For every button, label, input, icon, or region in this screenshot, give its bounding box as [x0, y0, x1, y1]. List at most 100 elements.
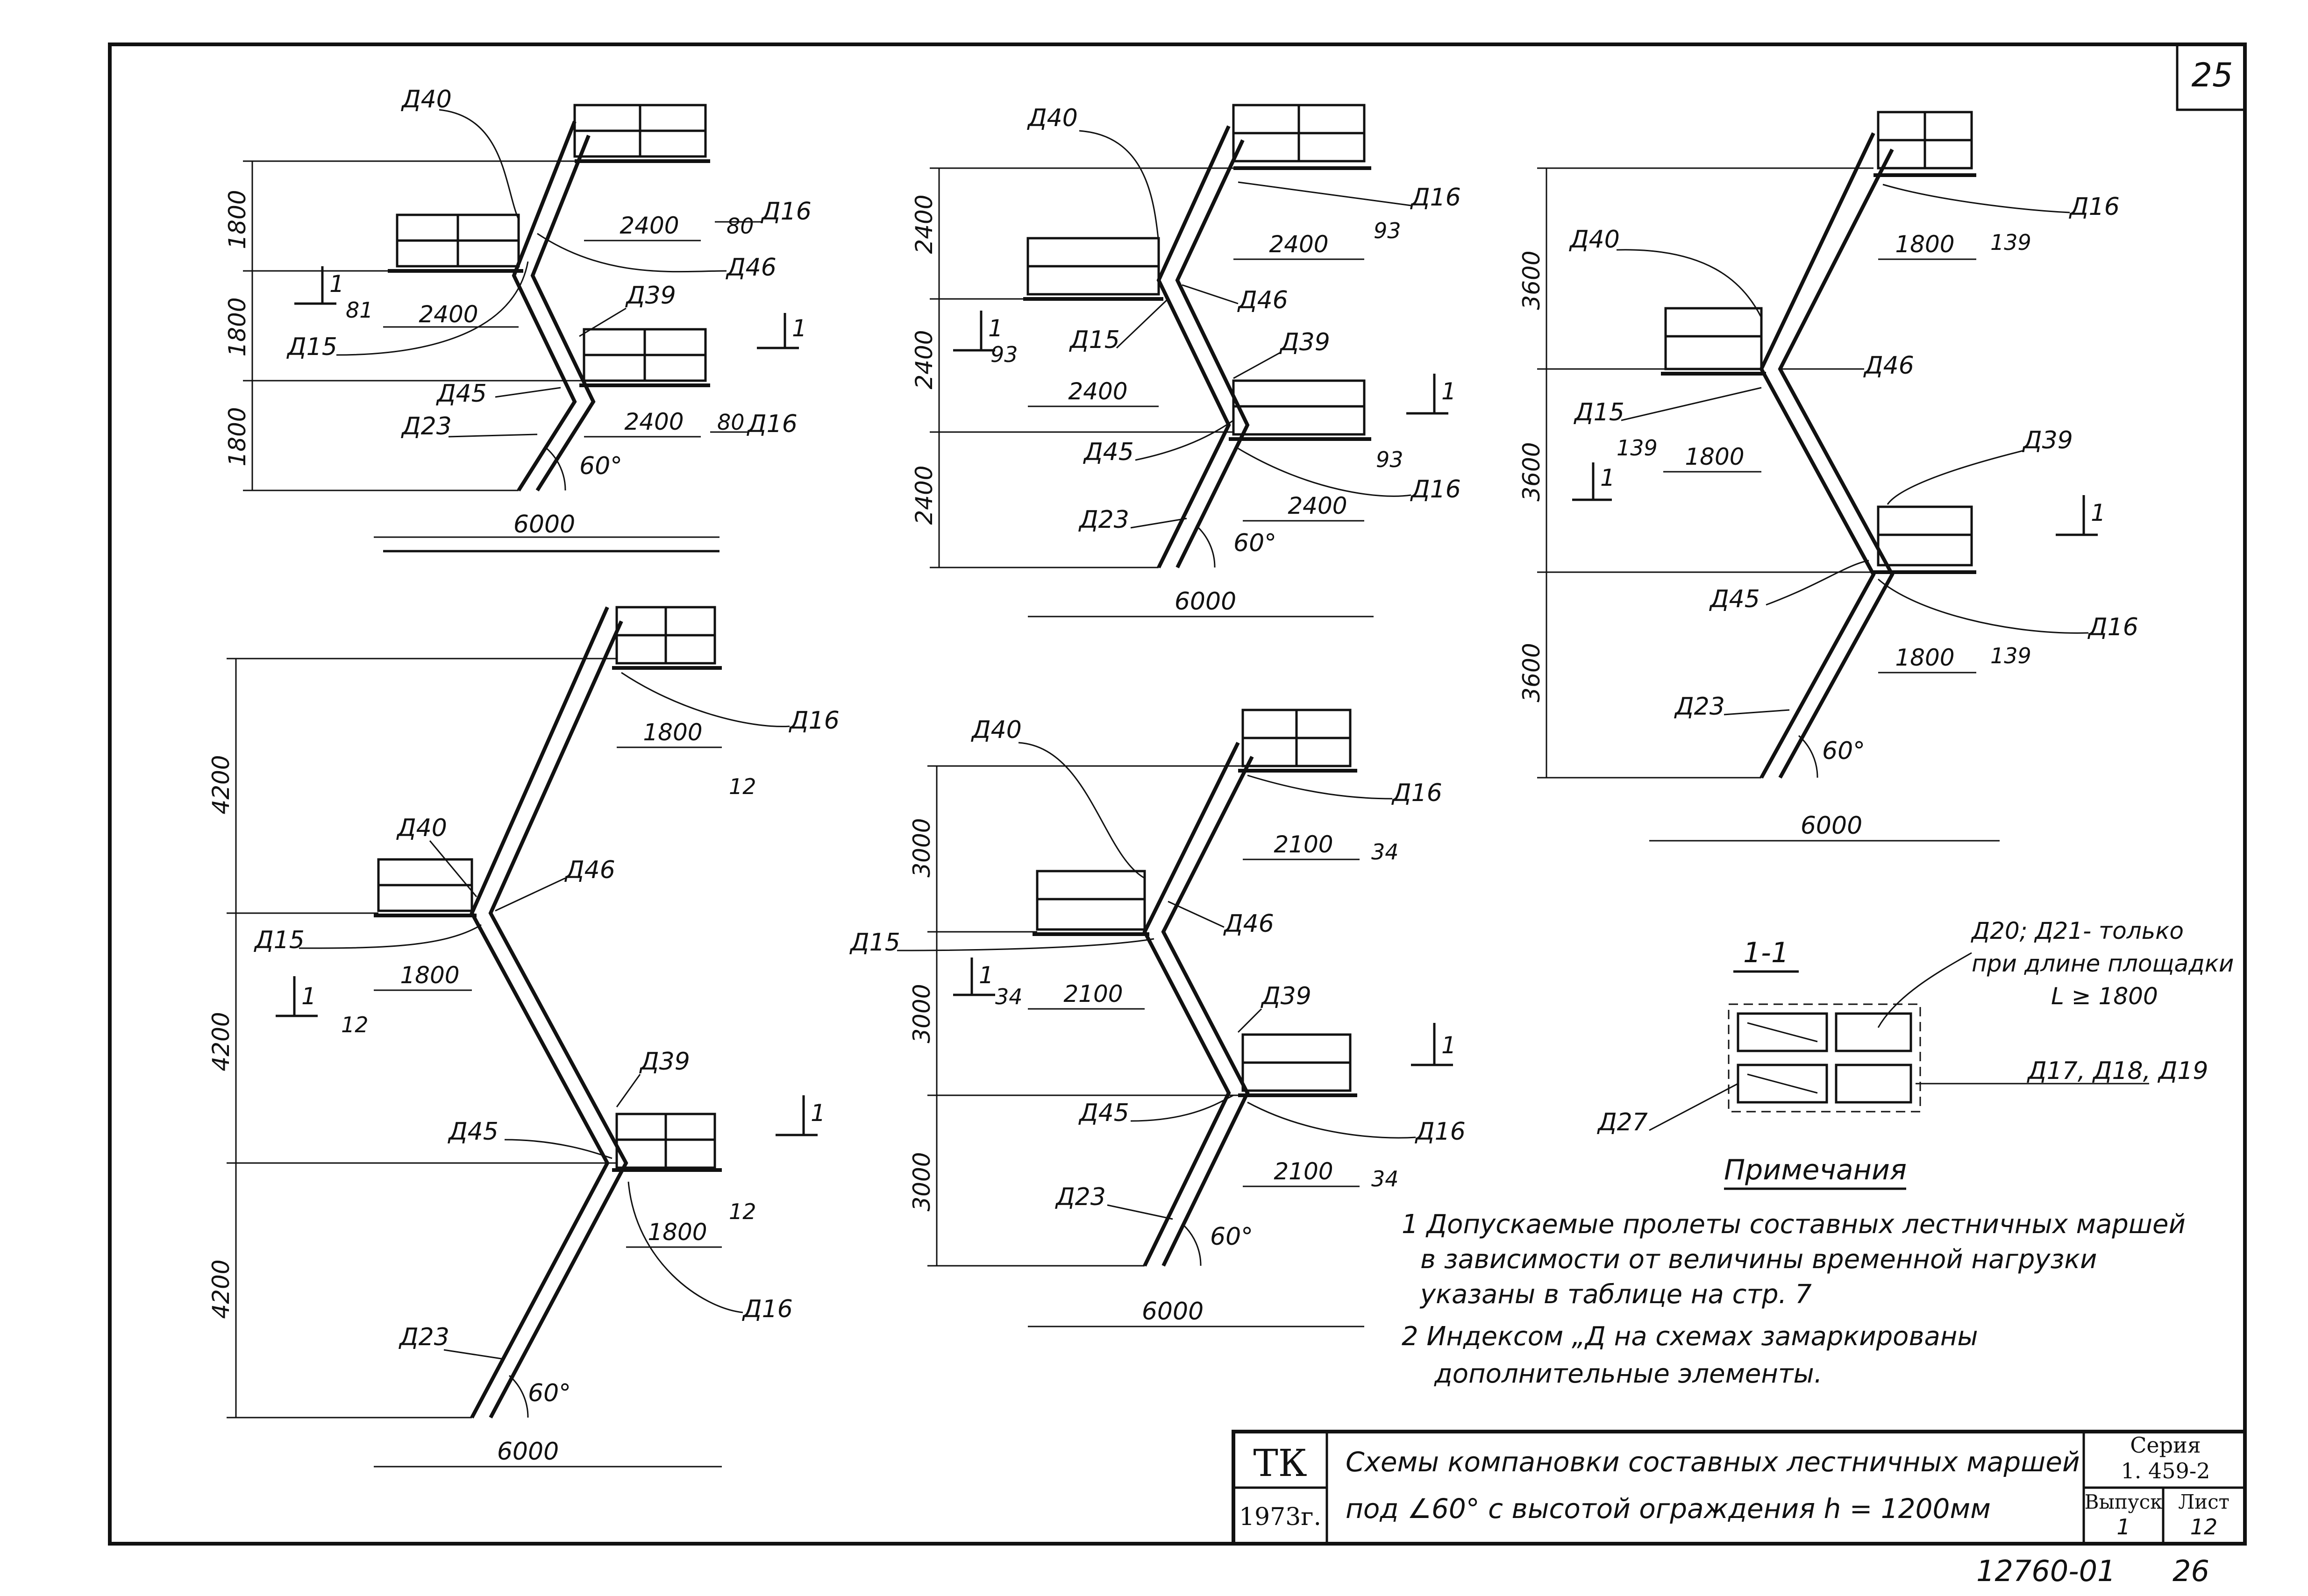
- svg-text:2100: 2100: [1274, 1158, 1333, 1185]
- svg-text:Д15: Д15: [1574, 398, 1624, 426]
- svg-text:1: 1: [792, 315, 807, 342]
- scheme-5: 3000 3000 3000 6000 2100 2100 2100 34 34…: [849, 709, 1466, 1327]
- svg-text:12: 12: [729, 774, 756, 799]
- sheet-number: 25: [2191, 56, 2233, 94]
- note-1-line-2: в зависимости от величины временной нагр…: [1420, 1244, 2097, 1275]
- svg-text:93: 93: [1376, 447, 1403, 472]
- svg-text:6000: 6000: [1142, 1298, 1204, 1326]
- svg-text:Д20; Д21- только: Д20; Д21- только: [1971, 917, 2184, 944]
- svg-text:2400: 2400: [911, 194, 938, 254]
- svg-text:4200: 4200: [207, 755, 235, 814]
- svg-text:Д16: Д16: [2069, 193, 2120, 221]
- svg-text:3600: 3600: [1518, 442, 1545, 501]
- section-1-1: 1-1 Д27 Д20; Д21- только при длине площа…: [1597, 917, 2234, 1136]
- svg-text:Д46: Д46: [564, 856, 615, 884]
- svg-text:2100: 2100: [1063, 980, 1123, 1007]
- svg-text:Д16: Д16: [2087, 613, 2138, 641]
- svg-text:Д23: Д23: [401, 412, 452, 440]
- svg-text:1: 1: [329, 270, 344, 298]
- svg-text:1800: 1800: [400, 962, 459, 989]
- svg-text:Д45: Д45: [1078, 1099, 1129, 1127]
- svg-text:Д46: Д46: [1223, 910, 1274, 938]
- scheme-1: 1800 1800 1800 6000 2400 2400 2400 80 80…: [224, 85, 812, 553]
- svg-text:Д39: Д39: [2022, 426, 2073, 454]
- svg-text:139: 139: [1990, 230, 2031, 255]
- svg-text:Д39: Д39: [639, 1048, 690, 1076]
- svg-text:Д39: Д39: [1279, 328, 1330, 356]
- svg-text:Д45: Д45: [436, 380, 487, 408]
- sheet-frame: [108, 43, 2247, 1546]
- svg-text:93: 93: [990, 342, 1018, 367]
- svg-text:Д16: Д16: [761, 198, 812, 226]
- tk-label: ТК: [1253, 1441, 1307, 1485]
- svg-text:93: 93: [1374, 218, 1401, 243]
- svg-text:12: 12: [729, 1199, 756, 1224]
- svg-text:6000: 6000: [497, 1438, 559, 1466]
- svg-text:6000: 6000: [1801, 812, 1862, 840]
- svg-text:1: 1: [301, 983, 316, 1010]
- svg-text:Д46: Д46: [1863, 352, 1914, 380]
- sheet-label: Лист: [2178, 1490, 2230, 1513]
- svg-text:1800: 1800: [224, 190, 251, 249]
- svg-text:1: 1: [979, 962, 994, 989]
- svg-text:Д16: Д16: [1415, 1118, 1466, 1146]
- svg-text:2400: 2400: [911, 465, 938, 525]
- svg-text:1800: 1800: [224, 407, 251, 466]
- svg-text:139: 139: [1990, 643, 2031, 668]
- svg-text:60°: 60°: [528, 1379, 571, 1407]
- svg-text:6000: 6000: [513, 511, 575, 539]
- svg-text:34: 34: [995, 984, 1023, 1009]
- svg-text:4200: 4200: [207, 1259, 235, 1319]
- note-1-line-1: 1 Допускаемые пролеты составных лестничн…: [1402, 1209, 2186, 1240]
- bottom-code: 12760-01: [1976, 1554, 2116, 1588]
- svg-text:139: 139: [1617, 435, 1658, 461]
- svg-text:2400: 2400: [419, 301, 478, 328]
- svg-text:Д39: Д39: [1261, 982, 1311, 1010]
- title-block: ТК 1973г. Схемы компановки составных лес…: [1232, 1430, 2247, 1546]
- svg-text:Д45: Д45: [448, 1118, 499, 1146]
- svg-text:Д39: Д39: [625, 282, 676, 310]
- svg-text:3600: 3600: [1518, 643, 1545, 702]
- svg-text:Д46: Д46: [726, 254, 776, 282]
- scheme-2: 2400 2400 2400 6000 2400 2400 2400 93 93…: [911, 104, 1461, 617]
- title-line-2: под ∠60° с высотой ограждения h = 1200мм: [1346, 1493, 1991, 1525]
- svg-text:Д16: Д16: [1410, 184, 1461, 212]
- svg-text:60°: 60°: [1210, 1223, 1253, 1251]
- svg-text:1800: 1800: [1685, 443, 1744, 470]
- svg-text:3000: 3000: [908, 1152, 935, 1211]
- svg-text:1800: 1800: [1895, 231, 1954, 258]
- svg-text:1800: 1800: [648, 1219, 707, 1246]
- svg-text:Д40: Д40: [401, 85, 452, 113]
- note-2-line-1: 2 Индексом „Д на схемах замаркированы: [1402, 1321, 1978, 1352]
- svg-text:60°: 60°: [1822, 737, 1865, 765]
- svg-text:3000: 3000: [908, 818, 935, 877]
- svg-text:12: 12: [341, 1012, 369, 1037]
- svg-text:1800: 1800: [643, 719, 702, 746]
- svg-text:Д16: Д16: [789, 707, 840, 735]
- svg-text:Д23: Д23: [1674, 693, 1725, 721]
- svg-text:Д16: Д16: [1410, 475, 1461, 504]
- svg-text:Д16: Д16: [742, 1295, 793, 1323]
- notes-title: Примечания: [1724, 1154, 1907, 1186]
- scheme-3: 3600 3600 3600 6000 1800 1800 1800 139 1…: [1518, 111, 2138, 842]
- svg-text:80: 80: [727, 213, 754, 239]
- svg-text:1800: 1800: [1895, 644, 1954, 671]
- svg-text:2400: 2400: [1269, 231, 1328, 258]
- svg-text:60°: 60°: [1233, 529, 1276, 557]
- svg-text:1: 1: [1441, 1032, 1456, 1059]
- notes: Примечания 1 Допускаемые пролеты составн…: [1402, 1154, 2186, 1389]
- svg-text:1: 1: [811, 1099, 826, 1127]
- svg-text:Д15: Д15: [849, 929, 900, 957]
- issue-label: Выпуск: [2085, 1490, 2163, 1513]
- issue-value: 1: [2116, 1514, 2130, 1539]
- svg-text:Д45: Д45: [1709, 585, 1760, 613]
- sheet-number-box: [2176, 43, 2246, 111]
- svg-text:2100: 2100: [1274, 831, 1333, 858]
- svg-text:Д15: Д15: [254, 926, 305, 954]
- svg-text:Д40: Д40: [1569, 226, 1620, 254]
- series-label: Серия: [2130, 1433, 2201, 1458]
- svg-text:Д27: Д27: [1597, 1108, 1648, 1136]
- svg-text:3600: 3600: [1518, 250, 1545, 310]
- series-value: 1. 459-2: [2121, 1458, 2210, 1483]
